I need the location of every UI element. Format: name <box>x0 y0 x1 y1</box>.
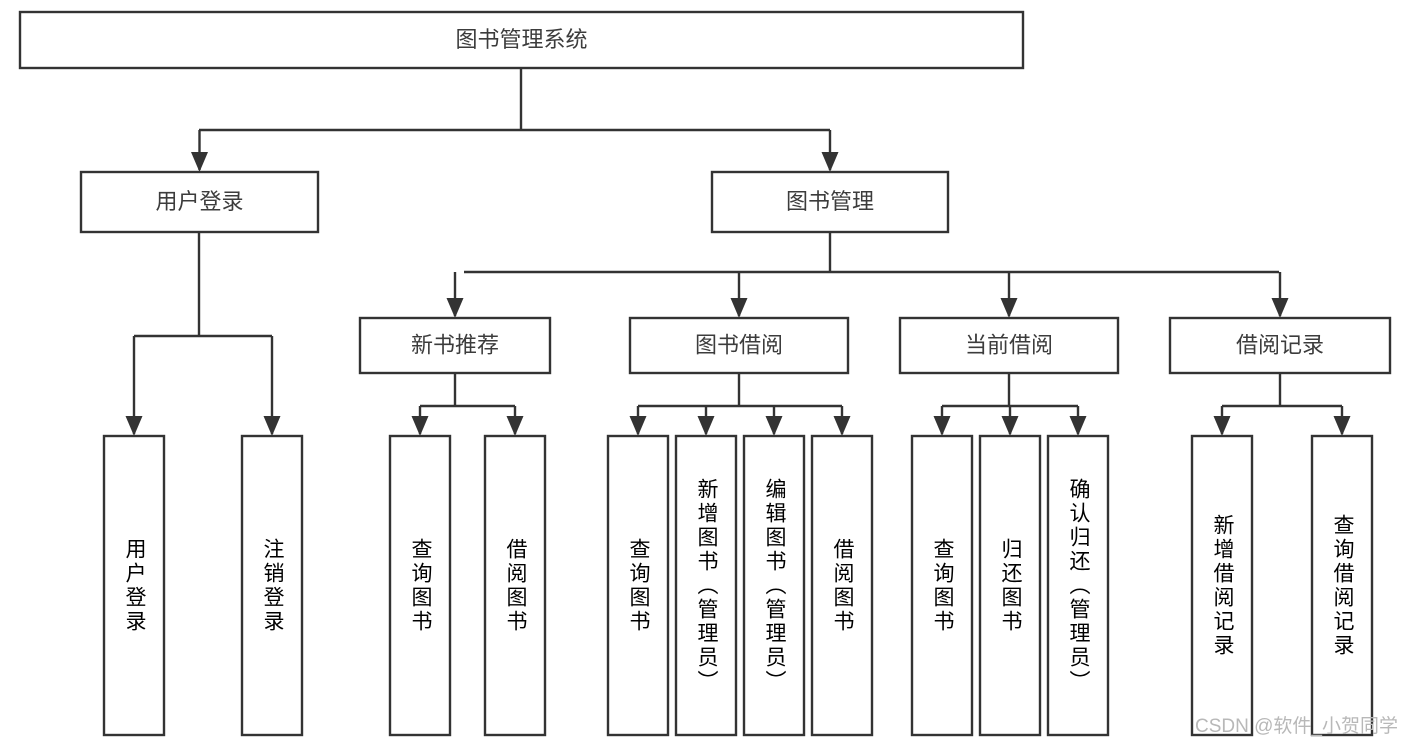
node-leaf-add-book-label-wrap: 新增图书（管理员） <box>695 477 718 694</box>
node-borrow-record-label: 借阅记录 <box>1236 332 1324 357</box>
node-leaf-confirm-return-box[interactable] <box>1046 434 1110 737</box>
node-leaf-logout[interactable]: 注销登录 <box>240 434 304 737</box>
node-leaf-return-book-label-wrap: 归还图书 <box>999 537 1022 634</box>
node-current-borrow-box[interactable] <box>898 316 1120 375</box>
node-leaf-logout-label: 注销登录 <box>261 537 284 634</box>
node-leaf-edit-book[interactable]: 编辑图书（管理员） <box>742 434 806 737</box>
connector-layer <box>125 68 1351 436</box>
arrow-down-icon <box>821 152 839 172</box>
node-leaf-query-book-3-label-wrap: 查询图书 <box>931 537 954 634</box>
node-leaf-add-book-box[interactable] <box>674 434 738 737</box>
node-leaf-edit-book-label-wrap: 编辑图书（管理员） <box>763 477 786 694</box>
node-leaf-confirm-return-label-wrap: 确认归还（管理员） <box>1067 477 1090 694</box>
csdn-watermark: CSDN @软件_小贺同学 <box>1195 715 1398 737</box>
node-leaf-add-record-label: 新增借阅记录 <box>1211 513 1234 658</box>
node-leaf-query-book-1-label: 查询图书 <box>409 537 432 634</box>
node-leaf-query-book-1-box[interactable] <box>388 434 452 737</box>
node-leaf-query-book-3-box[interactable] <box>910 434 974 737</box>
node-leaf-query-book-3[interactable]: 查询图书 <box>910 434 974 737</box>
node-leaf-borrow-book-2-label: 借阅图书 <box>831 537 854 634</box>
arrow-down-icon <box>1000 298 1018 318</box>
node-leaf-query-book-2-label-wrap: 查询图书 <box>627 537 650 634</box>
arrow-down-icon <box>263 416 281 436</box>
node-leaf-add-record-label-wrap: 新增借阅记录 <box>1211 513 1234 658</box>
node-root[interactable]: 图书管理系统 <box>18 10 1025 70</box>
node-leaf-user-login-label: 用户登录 <box>123 537 146 634</box>
node-root-label: 图书管理系统 <box>455 27 587 52</box>
arrow-down-icon <box>446 298 464 318</box>
node-layer: 图书管理系统用户登录图书管理新书推荐图书借阅当前借阅借阅记录用户登录注销登录查询… <box>18 10 1392 737</box>
arrow-down-icon <box>697 416 715 436</box>
node-leaf-query-book-2-label: 查询图书 <box>627 537 650 634</box>
node-root-box[interactable] <box>18 10 1025 70</box>
arrow-down-icon <box>933 416 951 436</box>
node-new-book-recommend-label: 新书推荐 <box>411 332 499 357</box>
node-new-book-recommend[interactable]: 新书推荐 <box>358 316 552 375</box>
node-leaf-add-record-box[interactable] <box>1190 434 1254 737</box>
node-leaf-query-record-label: 查询借阅记录 <box>1331 513 1354 658</box>
node-new-book-recommend-box[interactable] <box>358 316 552 375</box>
node-leaf-logout-box[interactable] <box>240 434 304 737</box>
arrow-down-icon <box>506 416 524 436</box>
node-leaf-query-book-2-box[interactable] <box>606 434 670 737</box>
arrow-down-icon <box>629 416 647 436</box>
node-leaf-query-record-box[interactable] <box>1310 434 1374 737</box>
node-leaf-borrow-book-2-label-wrap: 借阅图书 <box>831 537 854 634</box>
node-book-manage-box[interactable] <box>710 170 950 234</box>
node-user-login-box[interactable] <box>79 170 320 234</box>
node-leaf-add-book[interactable]: 新增图书（管理员） <box>674 434 738 737</box>
arrow-down-icon <box>1069 416 1087 436</box>
arrow-down-icon <box>1333 416 1351 436</box>
node-leaf-logout-label-wrap: 注销登录 <box>261 537 284 634</box>
node-user-login-label: 用户登录 <box>155 189 243 214</box>
node-current-borrow[interactable]: 当前借阅 <box>898 316 1120 375</box>
node-leaf-return-book-label: 归还图书 <box>999 537 1022 634</box>
node-leaf-query-book-1[interactable]: 查询图书 <box>388 434 452 737</box>
node-book-borrow-label: 图书借阅 <box>695 332 783 357</box>
node-leaf-add-record[interactable]: 新增借阅记录 <box>1190 434 1254 737</box>
arrow-down-icon <box>1271 298 1289 318</box>
node-leaf-borrow-book-1[interactable]: 借阅图书 <box>483 434 547 737</box>
node-leaf-return-book[interactable]: 归还图书 <box>978 434 1042 737</box>
node-leaf-edit-book-box[interactable] <box>742 434 806 737</box>
node-leaf-confirm-return-label: 确认归还（管理员） <box>1067 477 1090 694</box>
node-leaf-query-book-1-label-wrap: 查询图书 <box>409 537 432 634</box>
node-leaf-query-record-label-wrap: 查询借阅记录 <box>1331 513 1354 658</box>
arrow-down-icon <box>125 416 143 436</box>
node-leaf-add-book-label: 新增图书（管理员） <box>695 477 718 694</box>
node-leaf-user-login-label-wrap: 用户登录 <box>123 537 146 634</box>
node-leaf-user-login-box[interactable] <box>102 434 166 737</box>
node-book-borrow-box[interactable] <box>628 316 850 375</box>
node-leaf-user-login[interactable]: 用户登录 <box>102 434 166 737</box>
node-leaf-query-book-2[interactable]: 查询图书 <box>606 434 670 737</box>
node-borrow-record[interactable]: 借阅记录 <box>1168 316 1392 375</box>
arrow-down-icon <box>1213 416 1231 436</box>
arrow-down-icon <box>191 152 208 172</box>
arrow-down-icon <box>833 416 851 436</box>
node-leaf-borrow-book-1-box[interactable] <box>483 434 547 737</box>
node-current-borrow-label: 当前借阅 <box>965 332 1053 357</box>
arrow-down-icon <box>1001 416 1019 436</box>
node-leaf-query-book-3-label: 查询图书 <box>931 537 954 634</box>
node-user-login[interactable]: 用户登录 <box>79 170 320 234</box>
node-leaf-query-record[interactable]: 查询借阅记录 <box>1310 434 1374 737</box>
node-book-manage-label: 图书管理 <box>786 189 874 214</box>
arrow-down-icon <box>411 416 429 436</box>
node-leaf-edit-book-label: 编辑图书（管理员） <box>763 477 786 694</box>
arrow-down-icon <box>765 416 783 436</box>
arrow-down-icon <box>730 298 748 318</box>
node-book-manage[interactable]: 图书管理 <box>710 170 950 234</box>
node-book-borrow[interactable]: 图书借阅 <box>628 316 850 375</box>
node-leaf-return-book-box[interactable] <box>978 434 1042 737</box>
node-leaf-confirm-return[interactable]: 确认归还（管理员） <box>1046 434 1110 737</box>
node-leaf-borrow-book-1-label-wrap: 借阅图书 <box>504 537 527 634</box>
node-leaf-borrow-book-2[interactable]: 借阅图书 <box>810 434 874 737</box>
node-leaf-borrow-book-1-label: 借阅图书 <box>504 537 527 634</box>
node-borrow-record-box[interactable] <box>1168 316 1392 375</box>
node-leaf-borrow-book-2-box[interactable] <box>810 434 874 737</box>
